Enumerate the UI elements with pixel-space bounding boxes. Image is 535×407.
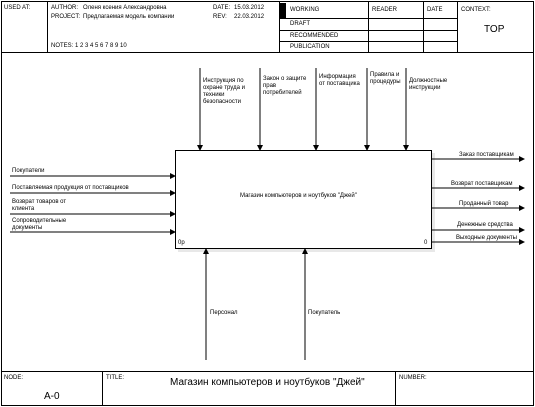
title-label: TITLE: bbox=[106, 375, 125, 381]
mechanism-label-2: Покупатель bbox=[308, 310, 341, 316]
output-label-1: Заказ поставщикам bbox=[459, 152, 514, 158]
output-label-3: Проданный товар bbox=[459, 201, 509, 207]
control-label-1: Инструкция по охране труда и техники без… bbox=[203, 78, 245, 105]
node-label: NODE: bbox=[4, 375, 24, 381]
date2-label: DATE bbox=[427, 7, 443, 13]
project-value: Предлагаемая модель компании bbox=[83, 14, 175, 20]
date-label: DATE: bbox=[213, 5, 231, 11]
input-label-4: Сопроводительные документы bbox=[12, 218, 67, 231]
node-value: A-0 bbox=[44, 391, 60, 402]
status-recommended: RECOMMENDED bbox=[290, 33, 339, 39]
activity-title: Магазин компьютеров и ноутбуков "Джей" bbox=[240, 193, 357, 199]
author-value: Оленя ксения Александровна bbox=[83, 5, 167, 11]
status-working: WORKING bbox=[290, 7, 320, 13]
output-label-2: Возврат поставщикам bbox=[451, 181, 513, 187]
activity-cost: 0р bbox=[178, 240, 185, 246]
control-label-4: Правила и процедуры bbox=[370, 72, 401, 85]
reader-label: READER bbox=[372, 7, 398, 13]
status-publication: PUBLICATION bbox=[290, 44, 330, 50]
status-draft: DRAFT bbox=[290, 21, 310, 27]
context-label: CONTEXT: bbox=[461, 7, 491, 13]
activity-box bbox=[175, 150, 432, 249]
working-marker bbox=[280, 3, 286, 18]
input-label-3: Возврат товаров от клиента bbox=[12, 199, 67, 212]
input-label-1: Покупатели bbox=[12, 168, 45, 174]
notes-label: NOTES: 1 2 3 4 5 6 7 8 9 10 bbox=[51, 43, 127, 49]
control-label-3: Информация от поставщика bbox=[319, 74, 360, 87]
project-label: PROJECT: bbox=[51, 14, 81, 20]
rev-value: 22.03.2012 bbox=[234, 14, 265, 20]
number-label: NUMBER: bbox=[399, 375, 427, 381]
output-label-5: Выходные документы bbox=[456, 235, 517, 241]
rev-label: REV: bbox=[213, 14, 227, 20]
footer-title: Магазин компьютеров и ноутбуков "Джей" bbox=[170, 377, 365, 388]
input-label-2: Поставляемая продукция от поставщиков bbox=[12, 185, 129, 191]
context-value: TOP bbox=[484, 24, 505, 35]
activity-number: 0 bbox=[424, 240, 428, 246]
date-value: 15.03.2012 bbox=[234, 5, 265, 11]
mechanism-label-1: Персонал bbox=[210, 310, 238, 316]
control-label-5: Должностные инструкции bbox=[409, 78, 448, 91]
control-label-2: Закон о защите прав потребителей bbox=[263, 76, 307, 96]
used-at-label: USED AT: bbox=[4, 5, 31, 11]
author-label: AUTHOR: bbox=[51, 5, 78, 11]
output-label-4: Денежные средства bbox=[457, 222, 513, 228]
